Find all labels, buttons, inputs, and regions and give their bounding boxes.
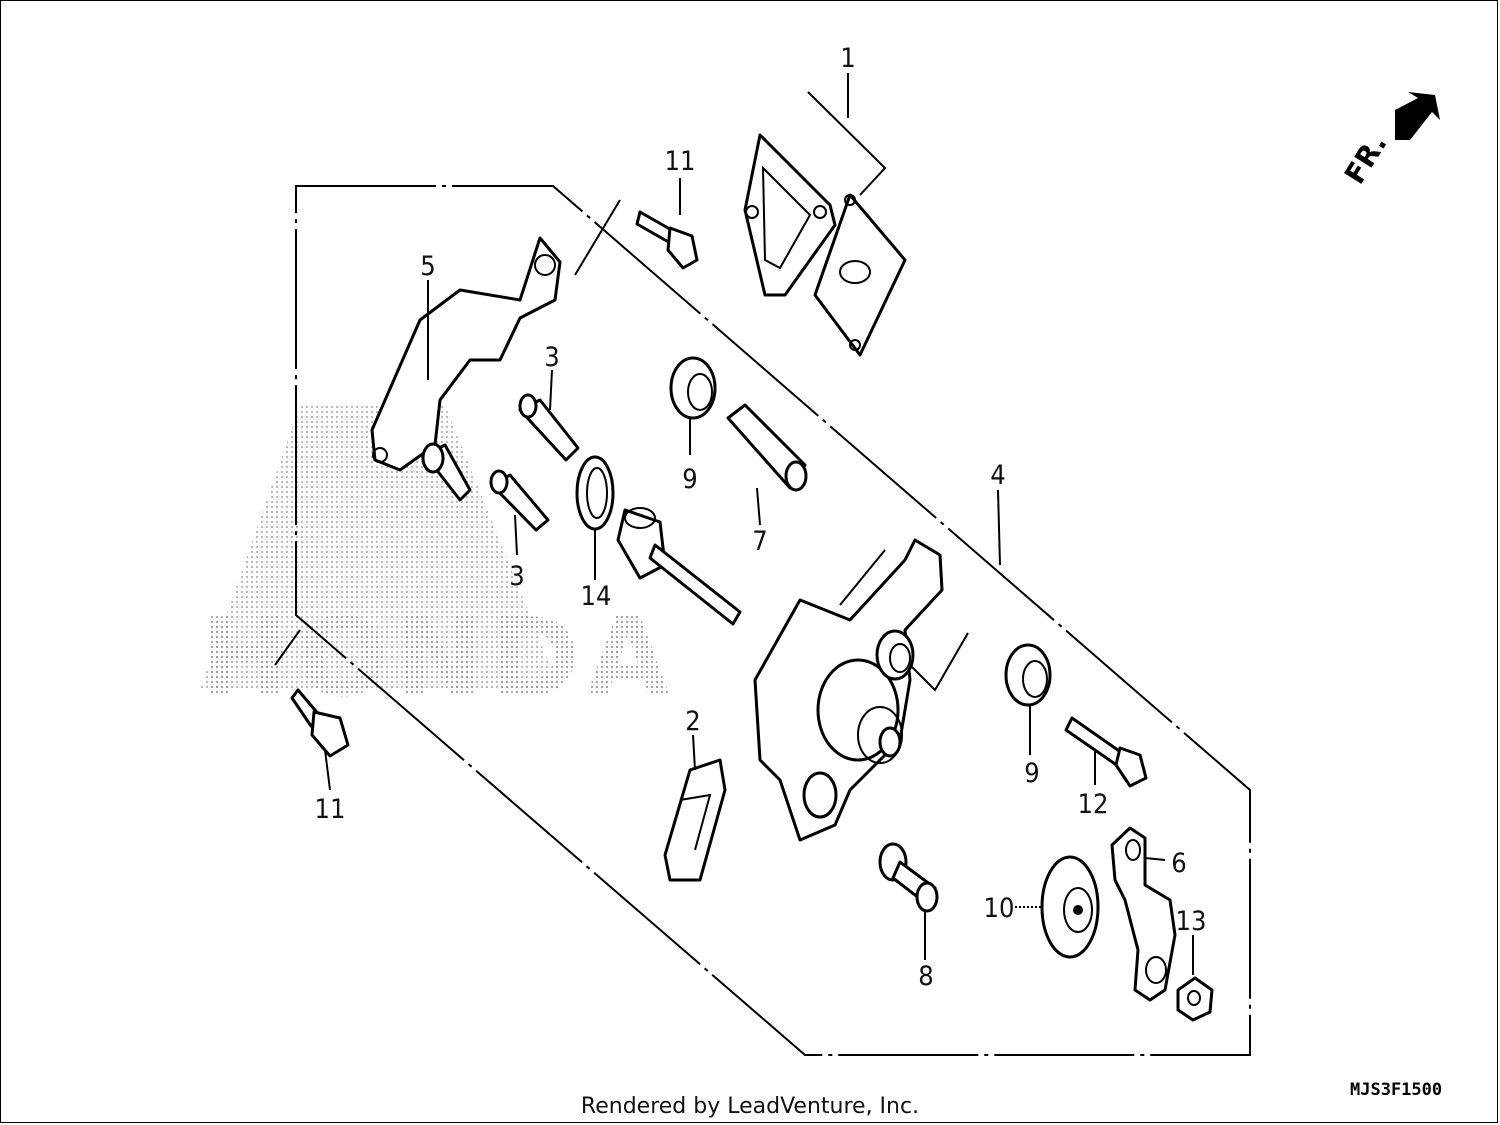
diagram-code: MJS3F1500: [1350, 1080, 1442, 1100]
callout-5: 5: [420, 251, 435, 282]
callout-11-upper: 11: [665, 146, 696, 177]
part-4-caliper-body: [753, 489, 1001, 842]
part-11-bolt-upper: [635, 210, 699, 270]
watermark-text: HONDA: [200, 596, 676, 721]
callout-10: 10: [984, 893, 1015, 924]
callout-numbers: 1 11 5 3 9 4 7 3 14 2 9 12 11 6 10 13 8: [315, 43, 1207, 992]
direction-label: FR.: [1338, 128, 1393, 189]
part-5-caliper-bracket: [370, 236, 562, 502]
callout-2: 2: [685, 706, 700, 737]
callout-13: 13: [1176, 906, 1207, 937]
part-12-bolt: [1064, 716, 1148, 788]
callout-6: 6: [1171, 848, 1186, 879]
part-14-seal: [575, 455, 615, 580]
part-9-boot-lower: [1004, 643, 1052, 755]
part-11-bolt-lower: [290, 688, 350, 791]
part-10-mount: [1015, 855, 1100, 959]
part-3-pin-upper: [518, 369, 580, 462]
callout-7: 7: [752, 526, 767, 557]
credit-text: Rendered by LeadVenture, Inc.: [581, 1094, 919, 1119]
callout-3-lower: 3: [509, 561, 524, 592]
part-8-bleeder: [878, 842, 939, 960]
part-2-pad-spring: [663, 734, 727, 882]
callout-1: 1: [840, 43, 855, 74]
callout-9-lower: 9: [1024, 758, 1039, 789]
callout-3-upper: 3: [544, 342, 559, 373]
callout-12: 12: [1078, 789, 1109, 820]
part-7-sleeve: [726, 403, 808, 526]
part-9-boot-upper: [669, 356, 717, 455]
part-13-nut: [1176, 935, 1214, 1022]
front-direction-arrow-icon: FR.: [1338, 92, 1440, 190]
callout-11-lower: 11: [315, 794, 346, 825]
piston-rod: [616, 507, 742, 626]
callout-8: 8: [918, 961, 933, 992]
part-3-pin-lower: [489, 469, 550, 556]
part-1-brake-pads: [743, 133, 907, 357]
callout-14: 14: [581, 581, 612, 612]
part-6-stopper-plate: [1110, 826, 1177, 1002]
callout-4: 4: [990, 460, 1005, 491]
honda-watermark: HONDA: [200, 405, 676, 721]
assembly-outline: [274, 91, 1251, 1056]
leader-lines: [427, 73, 849, 380]
callout-9-upper: 9: [682, 464, 697, 495]
